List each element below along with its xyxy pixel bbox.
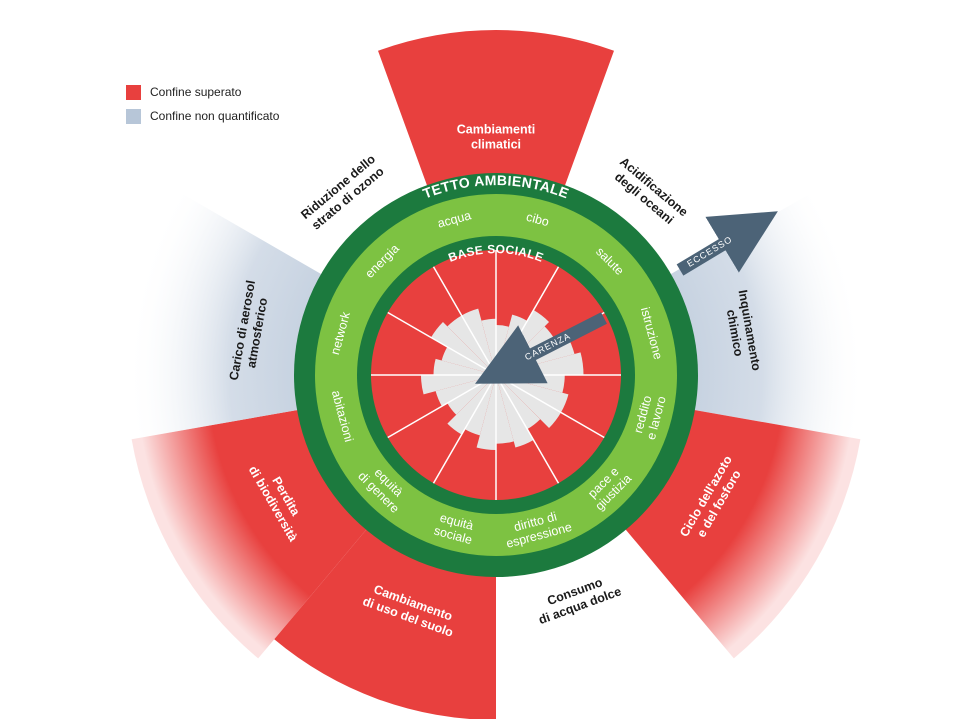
shortfall-bar: [476, 375, 496, 450]
sector-divider: [432, 374, 497, 484]
boundary-wedges: [125, 29, 866, 719]
legend-swatch-unquantified: [126, 108, 141, 124]
shortfall-arrow: [475, 312, 607, 384]
overshoot-arrow: [676, 211, 778, 276]
sector-divider: [495, 374, 560, 484]
legend-item-exceeded: Confine superato: [126, 80, 279, 104]
legend: Confine superato Confine non quantificat…: [126, 80, 279, 128]
shortfall-bar: [464, 375, 496, 436]
boundary-wedge-aerosol: [125, 190, 323, 440]
legend-label-unquantified: Confine non quantificato: [150, 109, 280, 123]
legend-label-exceeded: Confine superato: [150, 85, 242, 99]
boundary-wedge-climate: [378, 29, 614, 188]
sector-divider: [387, 374, 497, 439]
social-label-food: cibo: [525, 210, 551, 229]
shortfall-bar: [496, 375, 561, 429]
boundary-wedge-chemical: [669, 190, 866, 440]
boundary-wedge-biodiversity: [131, 409, 368, 659]
shortfall-bar: [496, 375, 541, 430]
legend-item-unquantified: Confine non quantificato: [126, 104, 279, 128]
shortfall-bar: [496, 375, 534, 448]
shortfall-bar: [496, 375, 514, 444]
boundary-label-freshwater: Consumodi acqua dolce: [532, 570, 624, 627]
sector-divider: [495, 374, 605, 439]
boundary-wedge-nitrogen: [624, 409, 861, 659]
shortfall-bar: [447, 375, 496, 435]
legend-swatch-exceeded: [126, 84, 141, 100]
shortfall-bar: [447, 375, 496, 415]
shortfall-bar: [496, 375, 569, 413]
boundary-wedge-land: [274, 528, 496, 719]
